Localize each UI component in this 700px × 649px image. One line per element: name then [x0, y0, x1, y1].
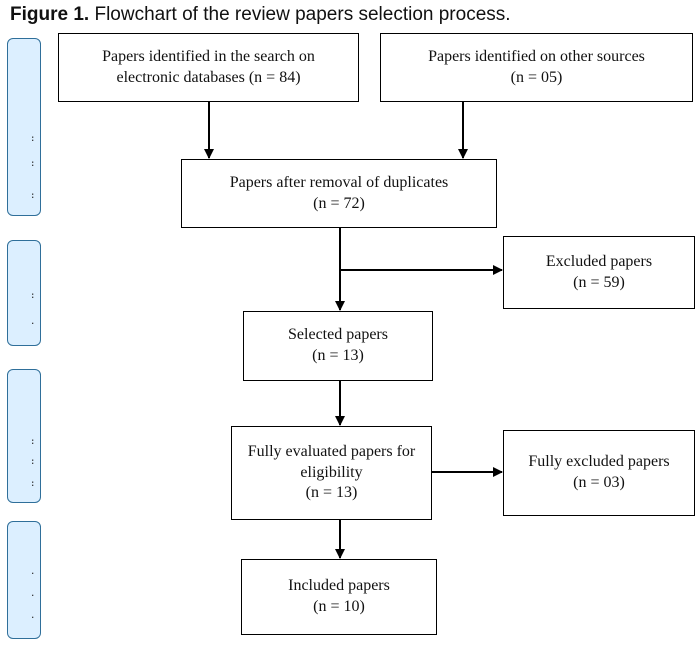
phase-mark: :	[30, 457, 36, 467]
phase-mark: :	[30, 437, 36, 447]
phase-mark: :	[30, 134, 36, 144]
phase-mark: :	[30, 191, 36, 201]
box-line: (n = 72)	[313, 194, 365, 212]
box-line: Fully excluded papers	[528, 453, 670, 471]
figure-caption: Figure 1. Flowchart of the review papers…	[10, 4, 511, 26]
phase-mark: :	[30, 291, 36, 301]
box-selected: Selected papers (n = 13)	[243, 311, 433, 381]
box-included: Included papers (n = 10)	[241, 559, 437, 635]
box-line: Included papers	[288, 577, 390, 595]
phase-mark: .	[30, 589, 36, 599]
figure-label: Figure 1.	[10, 4, 90, 25]
box-after-duplicates: Papers after removal of duplicates (n = …	[181, 159, 497, 228]
figure-title: Flowchart of the review papers selection…	[94, 4, 511, 25]
box-line: Selected papers	[288, 326, 388, 344]
phase-bar-included	[7, 521, 41, 639]
box-line: (n = 13)	[312, 347, 364, 364]
box-fully-evaluated: Fully evaluated papers for eligibility (…	[231, 426, 432, 520]
box-fully-excluded: Fully excluded papers (n = 03)	[503, 430, 695, 516]
box-identified-databases: Papers identified in the search on elect…	[58, 33, 359, 102]
box-line: (n = 05)	[510, 68, 563, 86]
phase-bar-screening	[7, 240, 41, 346]
phase-mark: .	[30, 317, 36, 327]
phase-bar-identification	[7, 38, 41, 216]
box-line: Papers identified in the search on	[102, 47, 315, 65]
phase-mark: .	[30, 611, 36, 621]
box-line: (n = 10)	[313, 598, 365, 615]
box-line: Excluded papers	[545, 252, 653, 270]
box-line: eligibility	[300, 463, 363, 481]
box-line: Papers identified on other sources	[428, 47, 645, 65]
box-line: (n = 03)	[573, 474, 625, 491]
phase-bar-eligibility	[7, 369, 41, 503]
box-line: Fully evaluated papers for	[247, 442, 416, 460]
box-line: (n = 59)	[573, 273, 625, 291]
phase-mark: :	[30, 159, 36, 169]
box-line: Papers after removal of duplicates	[229, 173, 449, 191]
box-identified-other: Papers identified on other sources (n = …	[380, 33, 693, 102]
box-line: electronic databases (n = 84)	[116, 68, 301, 86]
box-line: (n = 13)	[305, 484, 358, 502]
phase-mark: .	[30, 567, 36, 577]
box-excluded: Excluded papers (n = 59)	[503, 236, 695, 309]
phase-mark: :	[30, 479, 36, 489]
